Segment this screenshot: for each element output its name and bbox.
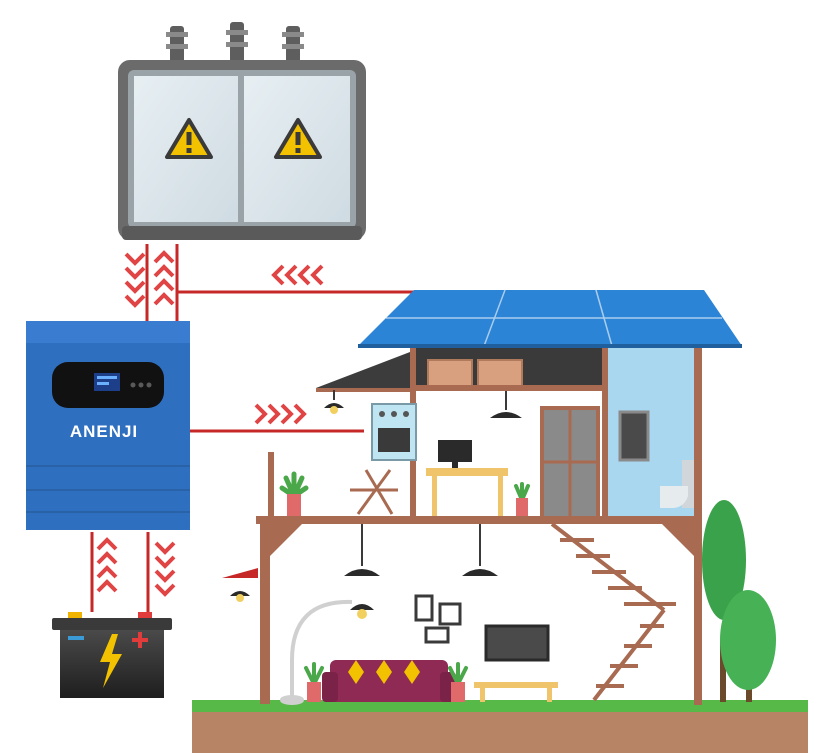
solar-panels — [358, 289, 742, 348]
wall-lamp — [222, 568, 258, 602]
picture-frames — [414, 594, 462, 644]
tree — [702, 500, 776, 702]
storage-box — [477, 359, 523, 389]
battery-negative-icon — [68, 636, 84, 640]
wall-lamp — [324, 390, 344, 414]
desk — [426, 440, 508, 516]
potted-plant — [448, 662, 468, 702]
tv-stand — [474, 682, 558, 702]
stove — [371, 403, 417, 461]
grass — [192, 700, 808, 712]
ground — [192, 705, 808, 753]
battery — [52, 612, 172, 698]
battery-positive-icon — [132, 632, 148, 648]
inverter-brand-logo: ANENJI — [70, 422, 138, 441]
mirror — [618, 410, 650, 462]
transformer — [118, 22, 366, 240]
door — [540, 406, 600, 520]
potted-plant — [514, 482, 530, 516]
flow-arrows-down-grid — [124, 252, 146, 308]
ceiling-lamp — [490, 391, 522, 418]
computer-monitor — [438, 440, 472, 462]
transformer-bushings — [166, 22, 304, 64]
sofa — [322, 660, 456, 702]
potted-plant — [304, 662, 324, 702]
flow-arrows-up-grid — [153, 250, 175, 306]
lamp-bulb — [350, 604, 374, 619]
flow-arrows-up-battery — [96, 537, 118, 593]
warning-triangle-icon — [274, 118, 322, 159]
flow-arrows-down-battery — [154, 541, 176, 597]
chair — [350, 469, 398, 515]
awning — [316, 352, 410, 392]
toilet — [660, 460, 696, 508]
potted-plant — [279, 471, 309, 516]
lightning-bolt-icon — [100, 634, 122, 688]
floor-lamp — [280, 599, 353, 705]
flow-lines — [90, 244, 414, 612]
inverter: ANENJI — [26, 321, 190, 530]
house — [192, 289, 808, 753]
storage-box — [427, 359, 473, 389]
house-frame — [256, 345, 702, 705]
inverter-body — [26, 321, 190, 530]
television — [484, 624, 550, 662]
ceiling-lamp — [344, 524, 380, 576]
warning-triangle-icon — [165, 118, 213, 159]
staircase — [550, 522, 676, 702]
flow-arrows-right-load — [254, 403, 307, 425]
ceiling-lamp — [462, 524, 498, 576]
flow-arrows-left-solar — [271, 264, 324, 286]
